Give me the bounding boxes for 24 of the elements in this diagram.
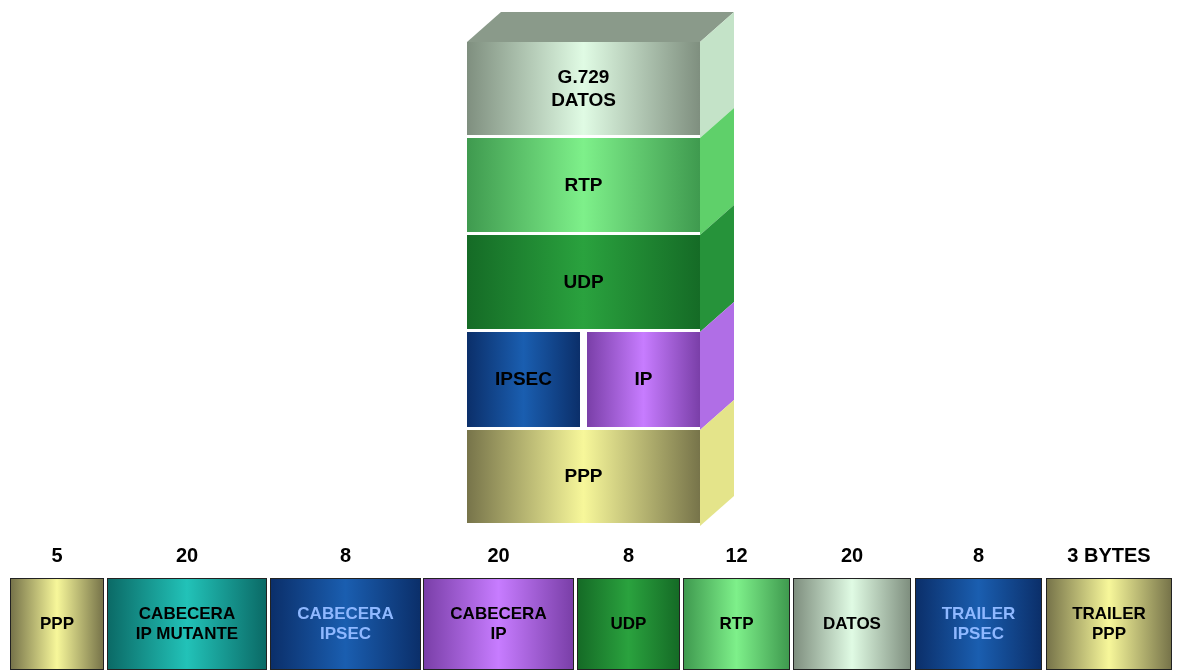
byte-count: 5 [50, 544, 64, 567]
packet-field: CABECERA IPSEC [270, 578, 421, 670]
protocol-layer: UDP [467, 235, 700, 329]
packet-field: PPP [10, 578, 104, 670]
packet-field: CABECERA IP MUTANTE [107, 578, 267, 670]
byte-count: 3 BYTES [1066, 544, 1152, 567]
packet-field: UDP [577, 578, 680, 670]
packet-field: CABECERA IP [423, 578, 574, 670]
protocol-layer: G.729 DATOS [467, 42, 700, 135]
byte-count: 20 [839, 544, 865, 567]
byte-count: 8 [971, 544, 986, 567]
packet-field: DATOS [793, 578, 911, 670]
protocol-layer: RTP [467, 138, 700, 232]
protocol-layer: IPSEC [467, 332, 580, 427]
packet-field: TRAILER IPSEC [915, 578, 1042, 670]
protocol-layer: PPP [467, 430, 700, 523]
byte-count: 20 [486, 544, 511, 567]
byte-count: 8 [338, 544, 353, 567]
byte-count: 12 [724, 544, 749, 567]
byte-count: 8 [621, 544, 636, 567]
byte-count: 20 [174, 544, 200, 567]
packet-field: RTP [683, 578, 790, 670]
packet-field: TRAILER PPP [1046, 578, 1172, 670]
protocol-layer: IP [587, 332, 700, 427]
